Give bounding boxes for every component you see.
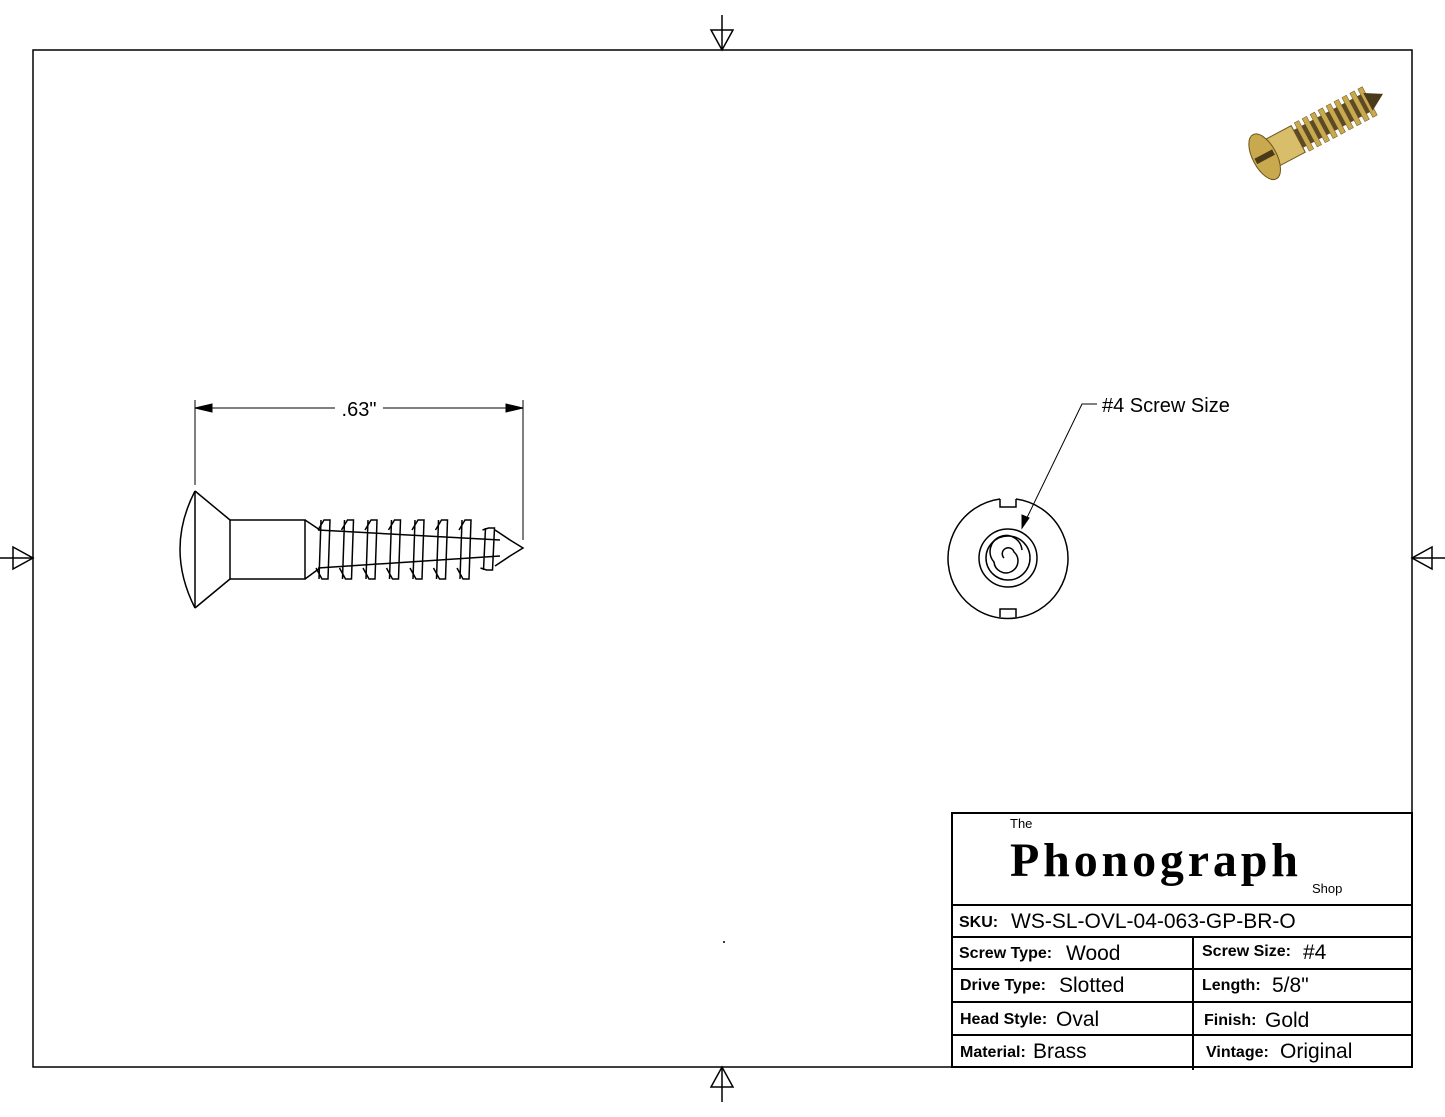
thread-ridge <box>1349 90 1370 122</box>
sku-value: WS-SL-OVL-04-063-GP-BR-O <box>1011 910 1296 933</box>
center-mark-right <box>1410 545 1445 571</box>
spec-row-screw-type-size: Screw Type: Wood Screw Size: #4 <box>959 941 1327 965</box>
logo-shop: Shop <box>1312 881 1342 896</box>
center-mark-top <box>709 15 735 52</box>
company-logo: The Phonograph Shop <box>1010 816 1342 896</box>
stray-dot <box>723 941 725 943</box>
svg-text:Finish:: Finish: <box>1204 1012 1256 1029</box>
svg-text:Slotted: Slotted <box>1059 974 1124 997</box>
logo-name: Phonograph <box>1010 834 1298 887</box>
thread-lines <box>304 519 501 580</box>
svg-text:Length:: Length: <box>1202 977 1261 994</box>
svg-text:Screw Size:: Screw Size: <box>1202 943 1291 960</box>
svg-text:Original: Original <box>1280 1040 1352 1063</box>
screw-side-view <box>179 490 525 609</box>
svg-text:Vintage:: Vintage: <box>1206 1044 1269 1061</box>
sku-label: SKU: <box>959 914 998 931</box>
callout-leader <box>1021 403 1097 530</box>
svg-text:Drive Type:: Drive Type: <box>960 977 1046 994</box>
svg-text:Oval: Oval <box>1056 1008 1099 1031</box>
svg-text:5/8": 5/8" <box>1272 974 1309 997</box>
thread-ridge <box>1333 99 1354 131</box>
thread-ridge <box>1301 116 1322 148</box>
length-dimension <box>194 400 524 540</box>
svg-text:#4: #4 <box>1303 941 1327 964</box>
spec-row-drive-length: Drive Type: Slotted Length: 5/8" <box>960 974 1309 997</box>
svg-text:Brass: Brass <box>1033 1040 1087 1063</box>
screw-end-view <box>947 498 1069 620</box>
screw-3d-thumbnail <box>1248 86 1383 181</box>
thread-ridge <box>1341 94 1362 127</box>
svg-text:Head Style:: Head Style: <box>960 1011 1047 1028</box>
dimension-label: .63" <box>342 399 377 421</box>
title-block <box>951 812 1413 1070</box>
svg-text:Material:: Material: <box>960 1044 1026 1061</box>
logo-the: The <box>1010 816 1032 831</box>
callout-label: #4 Screw Size <box>1102 395 1230 417</box>
svg-text:Screw Type:: Screw Type: <box>959 945 1052 962</box>
center-mark-bottom <box>709 1065 735 1102</box>
center-mark-left <box>0 545 35 571</box>
thread-ridge <box>1325 103 1346 135</box>
thread-ridge <box>1317 107 1338 139</box>
thread-ridge <box>1293 120 1315 152</box>
svg-text:Gold: Gold <box>1265 1009 1309 1032</box>
spec-row-material-vintage: Material: Brass Vintage: Original <box>960 1040 1352 1063</box>
svg-text:Wood: Wood <box>1066 942 1120 965</box>
spec-row-head-finish: Head Style: Oval Finish: Gold <box>960 1008 1309 1032</box>
thread-ridge <box>1309 111 1330 144</box>
